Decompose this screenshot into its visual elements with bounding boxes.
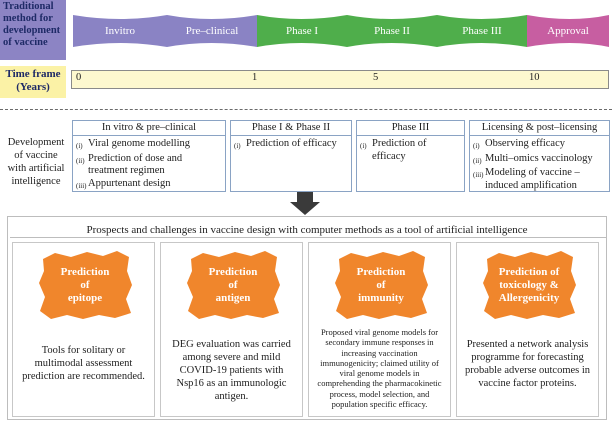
list-item: (ii)Multi–omics vaccinology bbox=[473, 152, 593, 165]
box-title: Phase I & Phase II bbox=[231, 121, 351, 136]
desc-immunity: Proposed viral genome models for seconda… bbox=[317, 327, 442, 410]
stage-shape-phase3 bbox=[437, 15, 527, 47]
stage-approval-label: Approval bbox=[547, 25, 589, 37]
stage-phase1-label: Phase I bbox=[285, 25, 319, 37]
list-item: (iii)Appurtenant design bbox=[76, 177, 171, 190]
box-phase3: Phase III (i)Prediction of efficacy bbox=[356, 120, 465, 192]
down-arrow-icon bbox=[288, 192, 322, 221]
stage-shape-phase1 bbox=[257, 15, 347, 47]
tick-0: 0 bbox=[76, 72, 82, 83]
traditional-method-label: Traditional method for development of va… bbox=[0, 0, 66, 60]
list-item: (i)Viral genome modelling bbox=[76, 138, 191, 150]
box-phase1-phase2: Phase I & Phase II (i)Prediction of effi… bbox=[230, 120, 352, 192]
section-divider bbox=[0, 109, 612, 110]
stage-phase3-label: Phase III bbox=[462, 25, 502, 37]
list-item: (iii)Modeling of vaccine –induced amplif… bbox=[473, 167, 580, 191]
tick-1: 1 bbox=[252, 72, 258, 83]
stage-timeline: Invitro Pre–clinical Phase I Phase II Ph… bbox=[71, 12, 611, 50]
stage-shape-invitro bbox=[73, 15, 167, 47]
box-title: In vitro & pre–clinical bbox=[73, 121, 225, 136]
brush-stroke-icon bbox=[39, 251, 132, 319]
prospects-title: Prospects and challenges in vaccine desi… bbox=[86, 224, 528, 236]
box-title: Licensing & post–licensing bbox=[470, 121, 609, 136]
stage-preclinical-label: Pre–clinical bbox=[185, 25, 239, 37]
brush-stroke-icon bbox=[187, 251, 280, 319]
stage-shape-phase2 bbox=[347, 15, 437, 47]
time-frame-bar: 0 1 5 10 bbox=[71, 70, 609, 89]
list-item: (i)Prediction of efficacy bbox=[234, 138, 337, 150]
ai-development-label: Development of vaccine with artificial i… bbox=[7, 137, 65, 187]
box-title: Phase III bbox=[357, 121, 464, 136]
box-invitro-preclinical: In vitro & pre–clinical (i)Viral genome … bbox=[72, 120, 226, 192]
stage-phase2-label: Phase II bbox=[374, 25, 410, 37]
stage-invitro-label: Invitro bbox=[105, 25, 135, 37]
prospects-divider bbox=[10, 237, 606, 238]
time-frame-label: Time frame (Years) bbox=[0, 66, 66, 98]
list-item: (i)Observing efficacy bbox=[473, 138, 565, 150]
tick-5: 5 bbox=[373, 72, 379, 83]
brush-stroke-icon bbox=[335, 251, 428, 319]
tick-10: 10 bbox=[529, 72, 540, 83]
stage-arrows-svg bbox=[73, 15, 609, 47]
list-item: (i)Prediction of efficacy bbox=[360, 138, 427, 162]
desc-antigen: DEG evaluation was carried among severe … bbox=[172, 339, 291, 402]
stage-shape-preclinical bbox=[167, 15, 257, 47]
desc-toxicology: Presented a network analysis programme f… bbox=[464, 339, 591, 389]
box-licensing: Licensing & post–licensing (i)Observing … bbox=[469, 120, 610, 192]
desc-epitope: Tools for solitary or multimodal assessm… bbox=[22, 345, 145, 382]
prospects-panel bbox=[7, 216, 607, 420]
brush-stroke-icon bbox=[483, 251, 576, 319]
stage-shape-approval bbox=[527, 15, 609, 47]
list-item: (ii)Prediction of dose and treatment reg… bbox=[76, 152, 183, 177]
